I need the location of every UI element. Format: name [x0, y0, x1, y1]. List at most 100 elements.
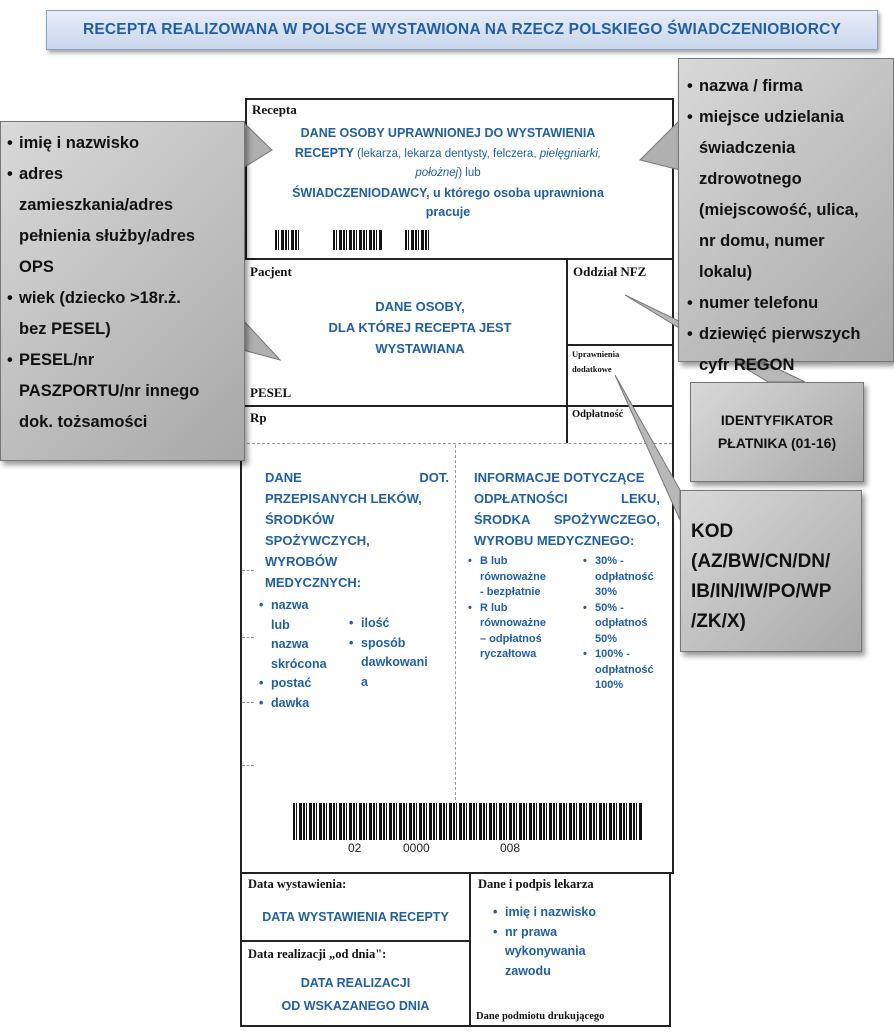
form-border-left-top: [245, 98, 247, 258]
kod-line: KOD: [691, 521, 734, 542]
list-item: imię i nazwisko: [493, 903, 663, 923]
list-item-cont: lub: [271, 617, 290, 632]
kod-line: (AZ/BW/CN/DN/: [691, 551, 831, 572]
form-border-left-mid: [240, 405, 242, 873]
list-item-cont: pełnienia służby/adres: [19, 227, 196, 245]
list-item-cont: lokalu): [699, 263, 753, 281]
issuer-text: RECEPTY: [294, 145, 354, 160]
list-item: nazwa / firma: [687, 71, 893, 102]
list-item: dziewięć pierwszych cyfr REGON: [687, 319, 893, 381]
bottom-right-border: [669, 872, 671, 1027]
callout-issuer-info: nazwa / firma miejsce udzielania świadcz…: [678, 58, 894, 374]
separator-uprawnienia: [566, 344, 673, 346]
payment-list-right: 30% - odpłatność 30% 50% - odpłatnoś 50%…: [583, 554, 669, 694]
payment-heading-line: INFORMACJE DOTYCZĄCE: [474, 470, 645, 485]
form-border-top: [245, 98, 673, 100]
list-item-text: dziewięć pierwszych: [699, 325, 861, 343]
payer-line: IDENTYFIKATOR: [720, 412, 834, 428]
list-item-text: sposób: [361, 635, 406, 650]
list-item-text: ryczałtowa: [480, 648, 537, 660]
uprawnienia-line: dodatkowe: [572, 364, 612, 374]
tick: [242, 570, 254, 571]
data-wystawienia-label: Data wystawienia:: [248, 877, 347, 891]
list-item-text: 50%: [595, 632, 618, 645]
list-item: imię i nazwisko: [7, 128, 244, 159]
drugs-heading-word: DANE: [265, 470, 302, 485]
data-realizacji-line: DATA REALIZACJI: [300, 976, 411, 990]
drugs-heading-line: PRZEPISANYCH LEKÓW,: [265, 491, 422, 506]
tick: [242, 637, 254, 638]
list-item-cont: a: [361, 674, 368, 689]
issuer-line: RECEPTY (lekarza, lekarza dentysty, felc…: [258, 144, 638, 165]
connector-issuer-left: [242, 120, 273, 169]
drugs-heading-word: DOT.: [419, 470, 449, 485]
payment-heading-line: WYROBU MEDYCZNEGO:: [474, 533, 635, 548]
drugs-heading-line: DANE DOT.: [265, 467, 449, 488]
data-wystawienia-value: DATA WYSTAWIENIA RECEPTY: [262, 910, 449, 924]
list-item-text: 100% -: [595, 648, 630, 660]
issuer-data: DANE OSOBY UPRAWNIONEJ DO WYSTAWIENIA RE…: [258, 124, 638, 223]
patient-line: WYSTAWIANA: [375, 341, 465, 356]
list-item-text: odpłatność: [595, 570, 654, 583]
list-item-cont: OPS: [19, 258, 54, 276]
list-item-text: 50% -: [595, 601, 624, 614]
payment-heading-word: ŚRODKA: [474, 512, 531, 527]
list-item: 100% - odpłatność 100%: [583, 647, 669, 694]
dashed-col-divider: [455, 445, 456, 805]
list-item-cont: cyfr REGON: [699, 356, 795, 374]
barcode-digits-c: 008: [500, 841, 521, 855]
data-realizacji-line: OD WSKAZANEGO DNIA: [281, 999, 430, 1013]
uprawnienia-line: Uprawnienia: [572, 349, 620, 359]
barcode-digits-a: 02: [348, 841, 362, 855]
list-item-cont: nr domu, numer: [699, 232, 825, 250]
podpis-lekarza-label: Dane i podpis lekarza: [478, 877, 594, 891]
list-item-cont: skrócona: [271, 656, 327, 671]
list-item-cont: dok. tożsamości: [19, 413, 148, 431]
list-item: 50% - odpłatnoś 50%: [583, 601, 669, 648]
issuer-line: DANE OSOBY UPRAWNIONEJ DO WYSTAWIENIA: [300, 126, 596, 140]
barcode-main: [293, 803, 643, 840]
uprawnienia-label: Uprawnienia dodatkowe: [572, 347, 619, 377]
list-item-text: 30%: [595, 586, 618, 598]
barcode-digits-b: 0000: [403, 841, 430, 855]
list-item-cont: bez PESEL): [19, 320, 111, 338]
tick: [242, 702, 254, 703]
list-item-text: – odpłatnoś: [480, 632, 542, 645]
list-item-text: - bezpłatnie: [480, 586, 541, 598]
list-item: sposób dawkowani a: [349, 634, 449, 693]
list-item: numer telefonu: [687, 288, 893, 319]
issuer-text: położnej: [415, 167, 459, 179]
list-item-text: 100%: [595, 679, 624, 691]
issuer-text: (lekarza, lekarza dentysty, felczera,: [353, 147, 540, 160]
barcode-small-3: [405, 230, 429, 250]
list-item-cont: nazwa: [271, 637, 309, 651]
drugs-heading-line: MEDYCZNYCH:: [265, 575, 362, 590]
list-item-text: R lub: [480, 601, 508, 614]
connector-kod: [614, 374, 681, 521]
list-item: wiek (dziecko >18r.ż. bez PESEL): [7, 283, 244, 345]
list-item: 30% - odpłatność 30%: [583, 554, 669, 601]
list-item-text: nazwa: [271, 598, 309, 612]
page-title: RECEPTA REALIZOWANA W POLSCE WYSTAWIONA …: [46, 10, 878, 50]
odplatnosc-label: Odpłatność: [572, 409, 624, 420]
oddzial-nfz-label: Oddział NFZ: [573, 264, 647, 279]
list-item-cont: (miejscowość, ulica,: [699, 201, 859, 219]
patient-data: DANE OSOBY, DLA KTÓREJ RECEPTA JEST WYST…: [290, 296, 550, 359]
list-item: R lub równoważne – odpłatnoś ryczałtowa: [468, 601, 568, 663]
separator-nfz: [566, 258, 568, 406]
tick: [242, 765, 254, 766]
patient-line: DANE OSOBY,: [375, 299, 465, 314]
drugs-heading-line: ŚRODKÓW: [265, 512, 335, 527]
barcode-small-2: [333, 230, 383, 250]
pesel-label: PESEL: [250, 385, 292, 400]
list-item-text: PESEL/nr: [19, 351, 95, 369]
pacjent-label: Pacjent: [250, 264, 292, 279]
drugs-list-col2: ilość sposób dawkowani a: [349, 614, 449, 692]
connector-issuer-right: [639, 118, 681, 171]
list-item-text: równoważne: [480, 570, 547, 583]
list-item-cont: zawodu: [505, 963, 551, 978]
list-item-cont: dawkowani: [361, 655, 428, 669]
